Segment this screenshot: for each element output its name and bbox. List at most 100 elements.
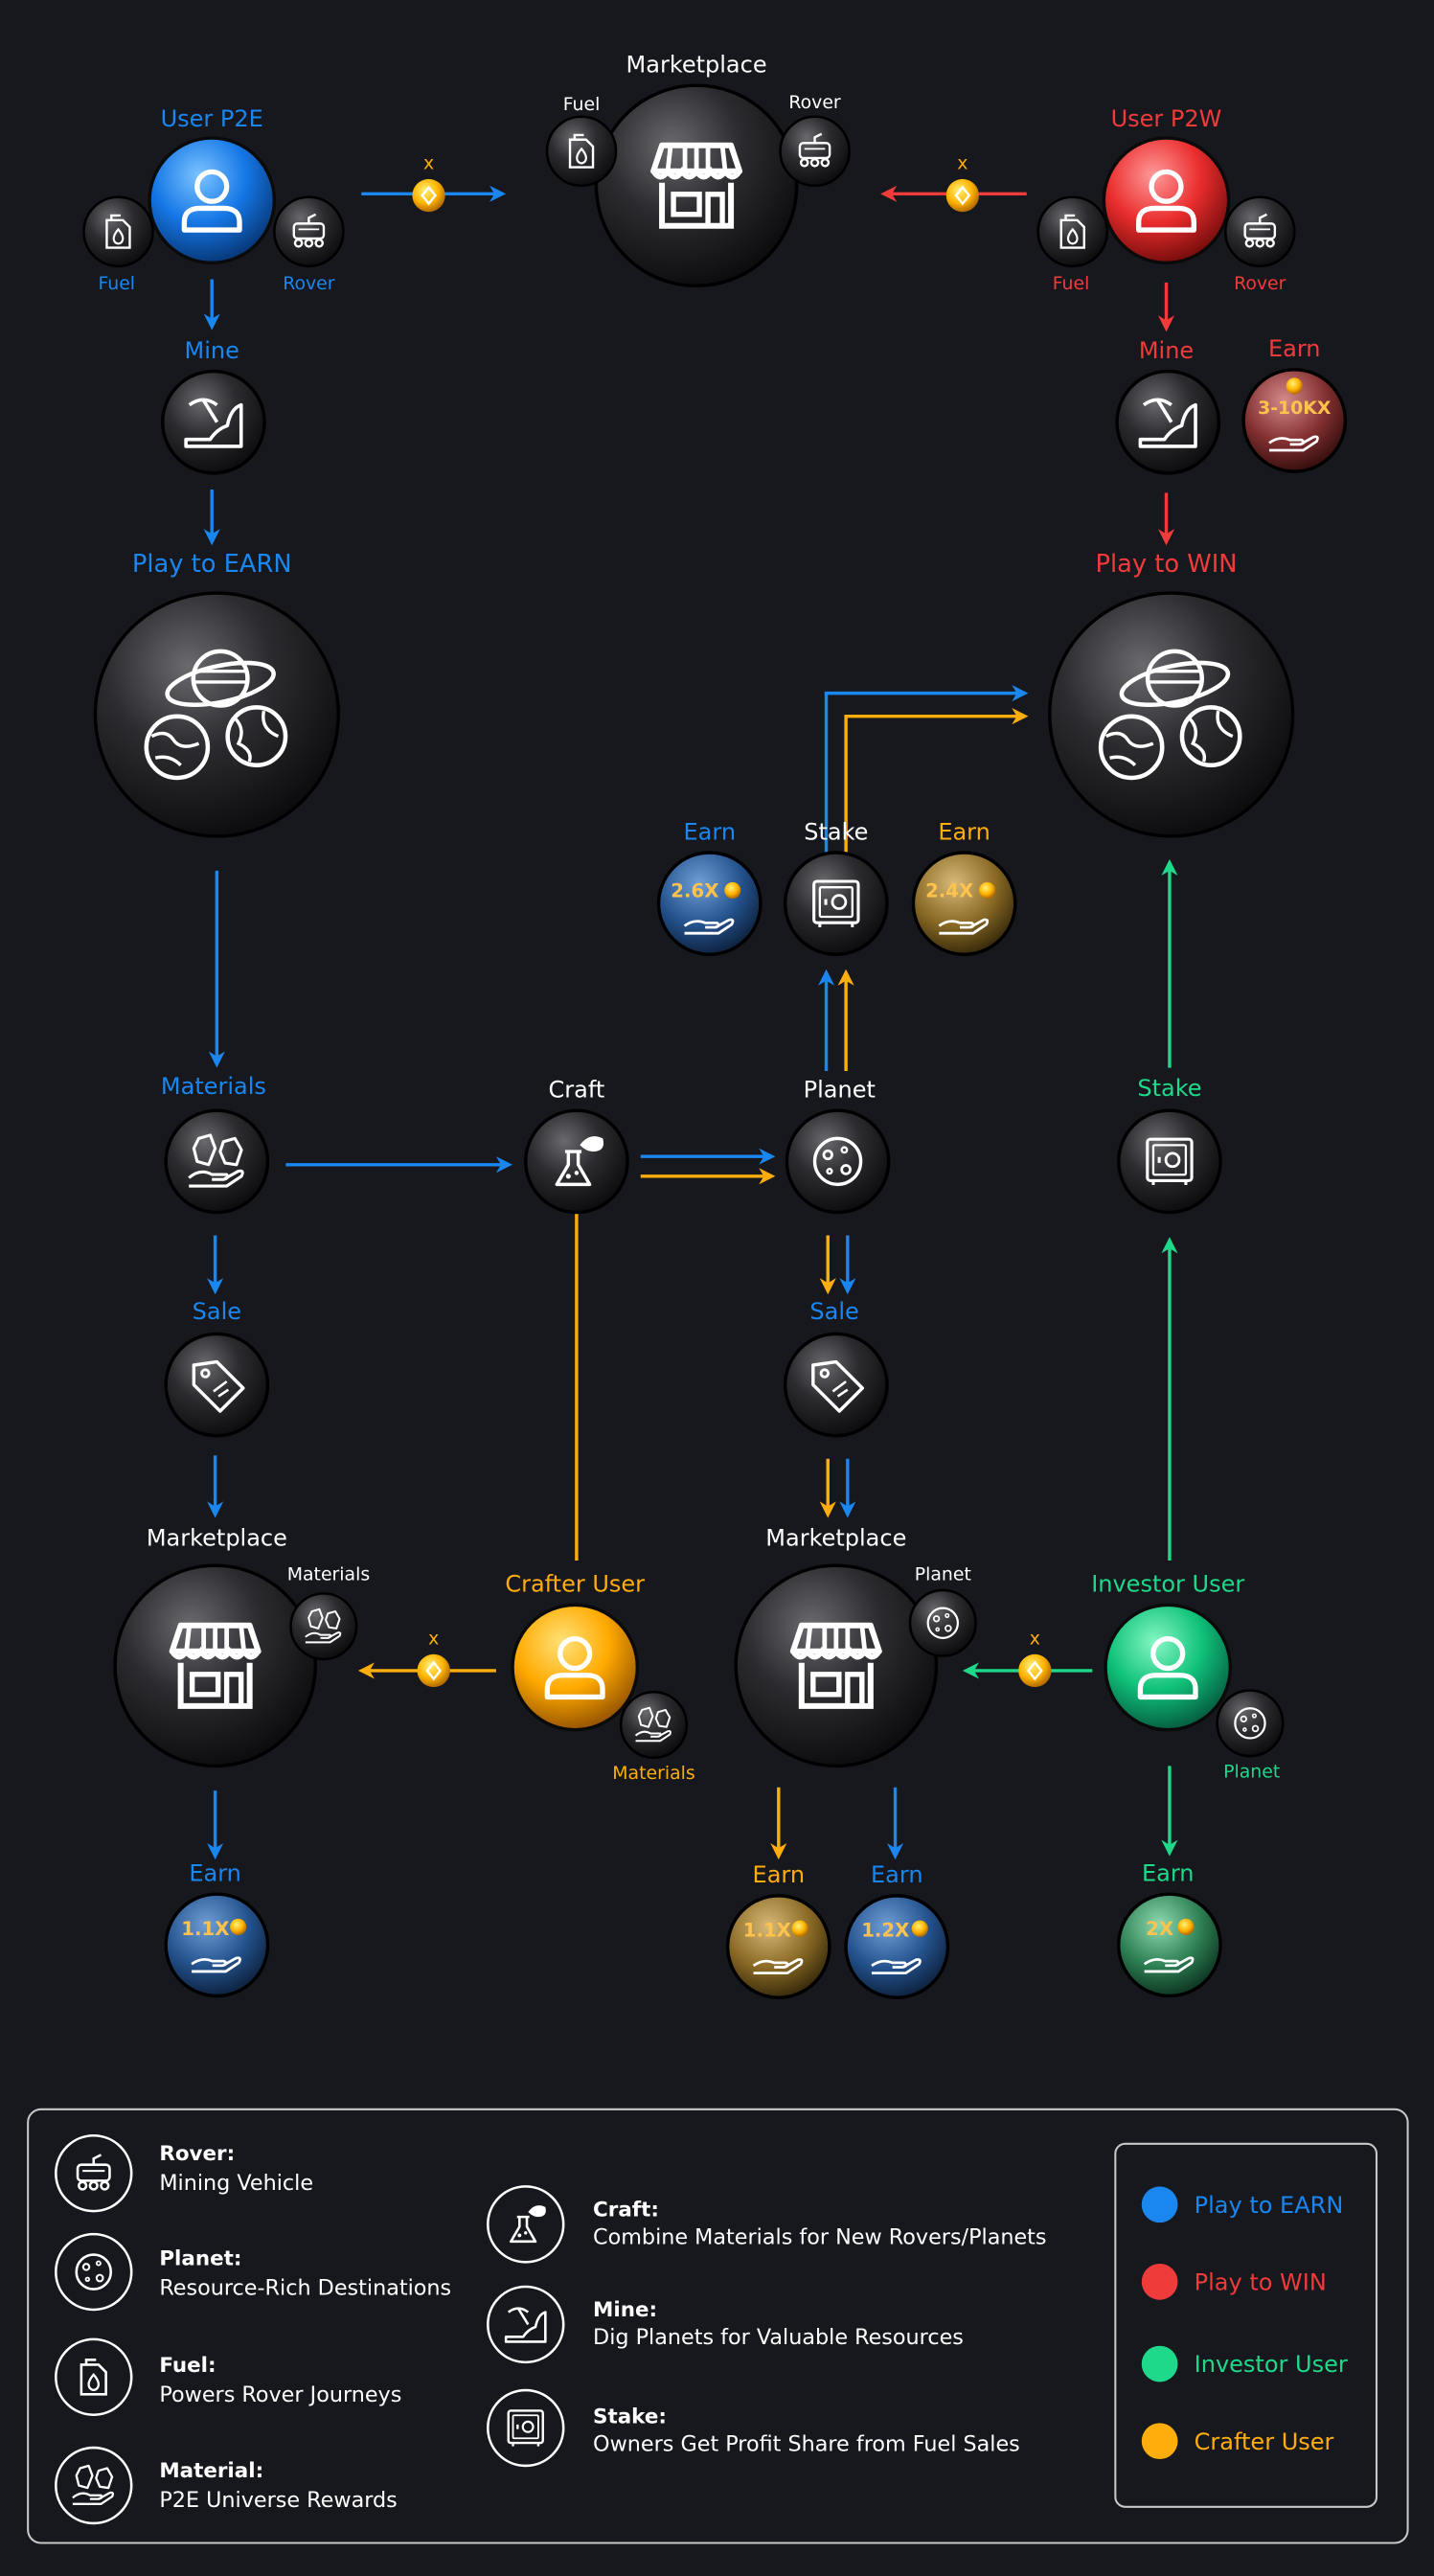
earn-p2w-node[interactable]: Earn 3-10KX [1241, 335, 1348, 473]
mine-p2w-node[interactable]: Mine [1115, 337, 1221, 475]
craft-label: Craft [549, 1076, 605, 1103]
legend-title: Mine: [593, 2298, 657, 2322]
earn-investor-node[interactable]: Earn 2X [1117, 1859, 1222, 1998]
key-label: Play to WIN [1195, 2268, 1327, 2295]
earn-left-bottom-node[interactable]: Earn 1.1X [164, 1859, 270, 1998]
sale-left-node[interactable]: Sale [164, 1298, 270, 1438]
investor-user-node[interactable]: Investor User [1091, 1571, 1244, 1732]
marketplace-label: Marketplace [147, 1525, 287, 1552]
stake-mid-node[interactable]: Stake [783, 818, 889, 957]
marketplace-left-node[interactable]: Marketplace [113, 1525, 317, 1768]
legend-desc: Combine Materials for New Rovers/Planets [593, 2224, 1047, 2249]
play-to-win-node[interactable]: Play to WIN [1048, 550, 1295, 838]
craft-node[interactable]: Craft [524, 1076, 629, 1215]
coin-icon [724, 881, 741, 899]
coin-icon [417, 1653, 450, 1688]
planet-node[interactable]: Planet [785, 1076, 891, 1215]
legend-item-material: Material: P2E Universe Rewards [55, 2446, 398, 2525]
earn-gold-mid-node[interactable]: Earn 2.4X [911, 818, 1017, 957]
planet-badge-label: Planet [915, 1564, 971, 1585]
earn-value: 1.1X [743, 1920, 791, 1942]
planet-badge-label: Planet [1223, 1761, 1280, 1782]
mine-label: Mine [185, 337, 239, 364]
stake-label: Stake [804, 818, 868, 845]
fuel-label: Fuel [563, 94, 601, 115]
coin-icon [230, 1918, 247, 1936]
sale-label: Sale [193, 1298, 241, 1325]
play-to-earn-node[interactable]: Play to EARN [93, 550, 340, 838]
materials-badge: Materials [287, 1564, 370, 1661]
crafter-user-node[interactable]: Crafter User [505, 1571, 645, 1732]
user-p2e-label: User P2E [161, 105, 263, 132]
sale-mid-node[interactable]: Sale [783, 1298, 889, 1438]
craft-icon [510, 2203, 548, 2244]
earn-value: 2X [1146, 1918, 1173, 1940]
earn-label: Earn [753, 1861, 806, 1888]
fuel-icon [80, 2359, 107, 2396]
investor-user-label: Investor User [1091, 1571, 1244, 1598]
coin-icon [979, 881, 996, 899]
key-label: Investor User [1195, 2351, 1348, 2378]
marketplace-mid-node[interactable]: Marketplace [734, 1525, 939, 1768]
legend-title: Planet: [159, 2247, 241, 2271]
rover-label: Rover [1234, 273, 1286, 294]
x-label: x [428, 1629, 439, 1650]
key-label: Play to EARN [1195, 2192, 1344, 2219]
materials-node[interactable]: Materials [161, 1073, 270, 1215]
mine-p2e-node[interactable]: Mine [161, 337, 266, 475]
stake-green-node[interactable]: Stake [1117, 1075, 1222, 1215]
fuel-badge: Fuel [82, 195, 154, 294]
play-to-earn-label: Play to EARN [132, 550, 292, 579]
coin-icon [412, 178, 445, 213]
coin-icon [791, 1920, 808, 1937]
x-label: x [1030, 1629, 1040, 1650]
legend-title: Craft: [593, 2198, 659, 2222]
arrows [203, 185, 1178, 1860]
key-label: Crafter User [1195, 2428, 1334, 2455]
earn-value: 1.2X [861, 1920, 909, 1942]
x-label: x [957, 153, 967, 174]
earn-crafter-node[interactable]: Earn 1.1X [725, 1861, 831, 1999]
legend-desc: Powers Rover Journeys [159, 2382, 401, 2407]
fuel-badge: Fuel [545, 94, 618, 188]
legend-item-rover: Rover: Mining Vehicle [55, 2133, 313, 2213]
rover-icon [76, 2154, 111, 2191]
earn-value: 2.4X [925, 879, 973, 901]
legend-item-craft: Craft: Combine Materials for New Rovers/… [487, 2185, 1047, 2264]
planet-badge: Planet [908, 1564, 977, 1657]
mine-icon [504, 2307, 547, 2343]
key-dot [1141, 2345, 1178, 2382]
mine-label: Mine [1139, 337, 1194, 364]
rover-label: Rover [788, 92, 841, 113]
user-p2w-node[interactable]: User P2W [1102, 105, 1231, 265]
coin-icon [1177, 1918, 1195, 1936]
rover-badge: Rover [273, 195, 345, 294]
legend-panel: Rover: Mining Vehicle Planet: Resource-R… [27, 2108, 1409, 2544]
user-p2e-node[interactable]: User P2E [148, 105, 277, 265]
legend-desc: Resource-Rich Destinations [159, 2276, 451, 2301]
coin-icon [911, 1920, 928, 1937]
marketplace-top-node[interactable]: Marketplace [594, 51, 799, 288]
marketplace-label: Marketplace [765, 1525, 906, 1552]
coin-icon [1286, 377, 1303, 395]
materials-label: Materials [161, 1073, 266, 1100]
fuel-label: Fuel [1053, 273, 1090, 294]
rover-label: Rover [283, 273, 335, 294]
legend-desc: P2E Universe Rewards [159, 2488, 397, 2513]
planet-label: Planet [804, 1076, 876, 1103]
marketplace-top-label: Marketplace [626, 51, 767, 78]
earn-label: Earn [871, 1861, 923, 1888]
legend-title: Stake: [593, 2405, 667, 2428]
fuel-badge: Fuel [1036, 195, 1109, 294]
earn-blue-bottom-node[interactable]: Earn 1.2X [844, 1861, 950, 1999]
legend-title: Fuel: [159, 2354, 216, 2378]
materials-badge-label: Materials [287, 1564, 370, 1585]
legend-item-mine: Mine: Dig Planets for Valuable Resources [487, 2285, 964, 2364]
legend-desc: Mining Vehicle [159, 2171, 313, 2196]
legend-desc: Owners Get Profit Share from Fuel Sales [593, 2431, 1020, 2456]
earn-blue-mid-node[interactable]: Earn 2.6X [656, 818, 763, 957]
earn-label: Earn [684, 818, 737, 845]
key-dot [1141, 2186, 1178, 2223]
crafter-user-label: Crafter User [505, 1571, 645, 1598]
earn-label: Earn [938, 818, 990, 845]
